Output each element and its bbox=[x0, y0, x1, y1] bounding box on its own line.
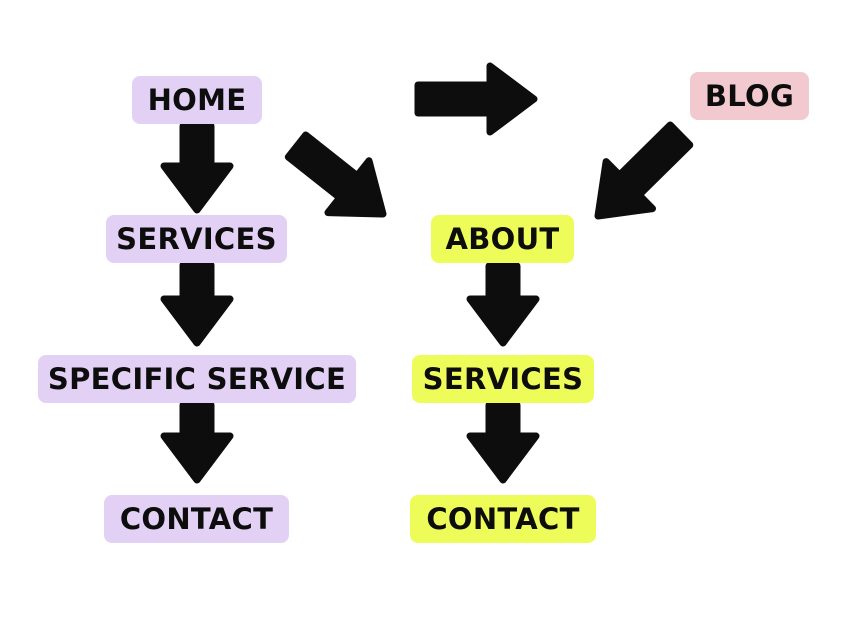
node-blog: BLOG bbox=[690, 72, 809, 120]
node-contact-b: CONTACT bbox=[410, 495, 596, 543]
arrow-services-a-to-specific-service bbox=[160, 261, 234, 347]
arrow-right-decorative bbox=[414, 62, 538, 136]
arrow-home-to-about bbox=[284, 131, 387, 218]
node-home: HOME bbox=[132, 76, 262, 124]
node-services-a: SERVICES bbox=[106, 215, 287, 263]
node-contact-a: CONTACT bbox=[104, 495, 289, 543]
arrow-services-b-to-contact-b bbox=[466, 401, 540, 484]
arrow-home-to-services-a bbox=[160, 122, 234, 214]
arrow-about-to-services-b bbox=[466, 262, 540, 347]
node-services-b: SERVICES bbox=[412, 355, 594, 403]
node-about: ABOUT bbox=[431, 215, 574, 263]
arrow-specific-service-to-contact-a bbox=[160, 401, 234, 484]
node-specific-service: SPECIFIC SERVICE bbox=[38, 355, 356, 403]
arrow-blog-to-about bbox=[594, 121, 694, 220]
